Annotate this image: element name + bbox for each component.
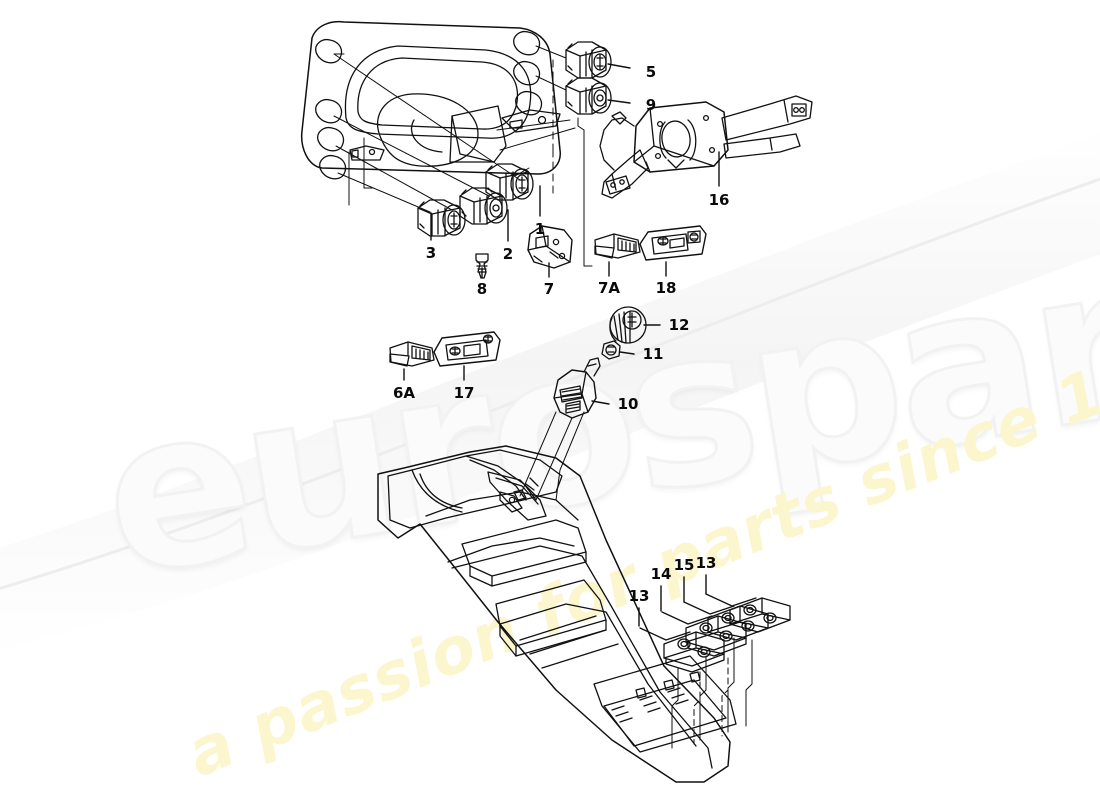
callout-label-17: 17 — [453, 384, 475, 402]
contact-13-right — [705, 593, 791, 633]
callout-label-10: 10 — [617, 395, 639, 413]
part-17-window-switch-panel — [433, 331, 501, 367]
callout-label-16: 16 — [708, 191, 730, 209]
callout-label-13-left: 13 — [628, 587, 650, 605]
dashboard-shell — [300, 20, 561, 180]
part-18-window-switch-panel — [639, 225, 707, 261]
part-6A-window-switch — [389, 341, 435, 367]
callout-label-9: 9 — [645, 96, 657, 114]
callout-label-2: 2 — [502, 245, 514, 263]
console-contacts — [639, 593, 791, 749]
centre-console — [377, 445, 737, 783]
part-16-column-switch — [599, 95, 813, 199]
callout-label-8: 8 — [476, 280, 488, 298]
callout-label-14: 14 — [650, 565, 672, 583]
part-5-switch — [565, 41, 612, 79]
callout-leaders — [403, 63, 720, 627]
part-11-lock-cap — [601, 340, 621, 360]
callout-label-12: 12 — [668, 316, 690, 334]
callout-label-11: 11 — [642, 345, 664, 363]
part-10-steering-lock — [553, 357, 601, 419]
assembly-guide-lines — [333, 45, 593, 267]
part-1-switch — [485, 163, 534, 201]
part-8-bulb-holder — [475, 253, 489, 279]
callout-label-3: 3 — [425, 244, 437, 262]
part-7A-window-switch — [594, 233, 641, 259]
part-10-guide-lines — [519, 411, 585, 501]
part-3-switch — [417, 199, 466, 237]
part-9-switch — [565, 77, 612, 115]
part-7-bracket — [527, 225, 573, 269]
part-12-ignition-starter-switch — [609, 306, 647, 344]
callout-label-7: 7 — [543, 280, 555, 298]
contact-13-left — [639, 627, 725, 673]
callout-label-15: 15 — [673, 556, 695, 574]
callout-label-6A: 6A — [392, 384, 416, 402]
callout-label-7A: 7A — [597, 279, 621, 297]
callout-label-5: 5 — [645, 63, 657, 81]
callout-label-18: 18 — [655, 279, 677, 297]
callout-label-13-right: 13 — [695, 554, 717, 572]
callout-label-1: 1 — [534, 220, 546, 238]
